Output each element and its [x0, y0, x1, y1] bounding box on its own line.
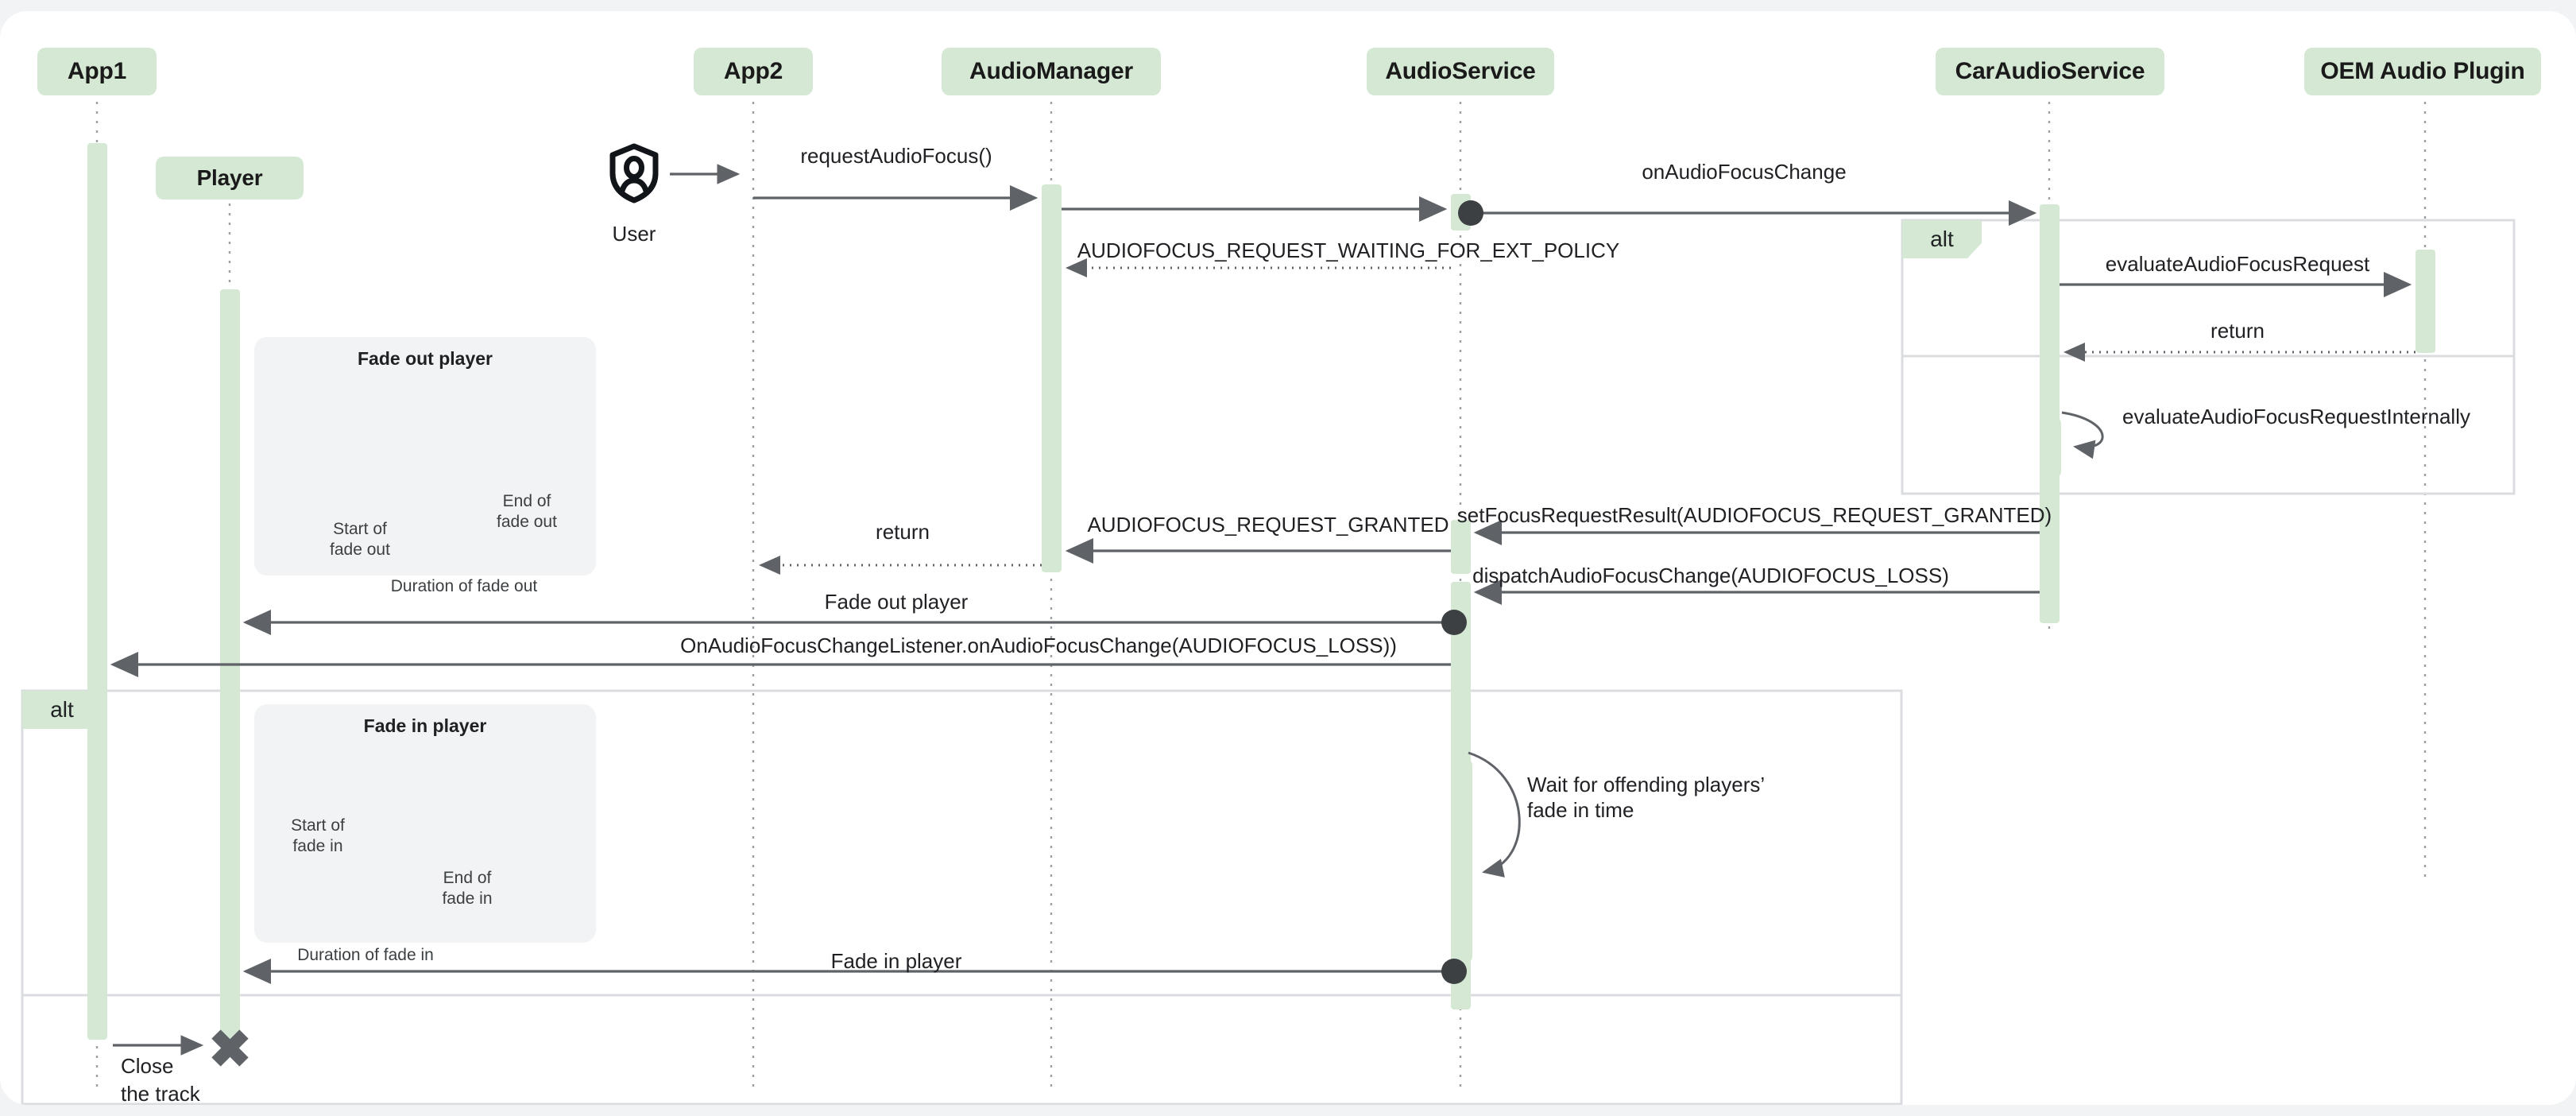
activation-audioservice-2	[1451, 520, 1471, 574]
message-label-evaluate-request: evaluateAudioFocusRequest	[2105, 252, 2370, 276]
message-label-onaudiofocuschangelistener: OnAudioFocusChangeListener.onAudioFocusC…	[680, 634, 1397, 657]
participant-audiomanager[interactable]: AudioManager	[942, 48, 1161, 95]
diagram-vector-layer	[21, 73, 2516, 1105]
participant-audioservice[interactable]: AudioService	[1367, 48, 1554, 95]
message-line-evaluate-internally	[2061, 411, 2104, 459]
fade-in-player-card	[254, 704, 596, 943]
message-label-return-oem: return	[2210, 319, 2265, 343]
activation-oemplugin	[2415, 250, 2435, 353]
participant-caraudioservice[interactable]: CarAudioService	[1936, 48, 2164, 95]
activation-bars	[87, 143, 2435, 1043]
messages	[110, 164, 2415, 1056]
alt-tag-right: alt	[1902, 220, 1982, 258]
actor-user-label: User	[612, 222, 656, 246]
message-label-setfocusrequestresult: setFocusRequestResult(AUDIOFOCUS_REQUEST…	[1456, 503, 2052, 527]
participant-app1[interactable]: App1	[37, 48, 157, 95]
activation-app1	[87, 143, 107, 1040]
participant-app2[interactable]: App2	[694, 48, 813, 95]
fade-in-duration-label: Duration of fade in	[297, 946, 434, 964]
message-label-return-am: return	[876, 520, 930, 544]
activation-caraudioservice-selfloop	[2044, 417, 2061, 479]
participant-player[interactable]: Player	[156, 157, 304, 200]
message-label-waiting-ext-policy: AUDIOFOCUS_REQUEST_WAITING_FOR_EXT_POLIC…	[1077, 238, 1620, 262]
alt-fragment-left	[21, 689, 1903, 1105]
activation-audiomanager	[1042, 184, 1062, 572]
message-label-fade-in-player: Fade in player	[830, 949, 962, 973]
activation-player	[220, 289, 240, 1043]
message-label-fade-out-player: Fade out player	[824, 590, 969, 614]
fade-out-player-card	[254, 337, 596, 575]
message-label-close-the-track: Close the track	[121, 1054, 200, 1105]
message-label-wait-fade-in: Wait for offending players’ fade in time	[1527, 773, 1766, 822]
message-label-request-granted: AUDIOFOCUS_REQUEST_GRANTED	[1087, 513, 1449, 537]
activation-audioservice-1	[1451, 194, 1471, 231]
message-label-onaudiofocuschange: onAudioFocusChange	[1642, 160, 1847, 184]
activation-caraudioservice	[2040, 204, 2060, 623]
activation-audioservice-selfloop	[1455, 758, 1472, 963]
alt-tag-left: alt	[22, 691, 102, 729]
message-label-dispatch-focuschange: dispatchAudioFocusChange(AUDIOFOCUS_LOSS…	[1472, 564, 1949, 587]
fade-out-card-title: Fade out player	[358, 348, 493, 369]
fade-in-card-title: Fade in player	[363, 715, 487, 736]
fade-out-duration-label: Duration of fade out	[390, 577, 538, 595]
participant-oemplugin[interactable]: OEM Audio Plugin	[2304, 48, 2541, 95]
message-label-evaluate-internally: evaluateAudioFocusRequestInternally	[2122, 405, 2470, 428]
user-shield-icon	[609, 143, 659, 203]
message-label-requestaudiofocus: requestAudioFocus()	[800, 144, 992, 168]
alt-fragment-right	[1901, 219, 2516, 495]
message-line-wait-fade-in	[1468, 751, 1521, 878]
destroy-x-icon	[211, 1029, 249, 1067]
